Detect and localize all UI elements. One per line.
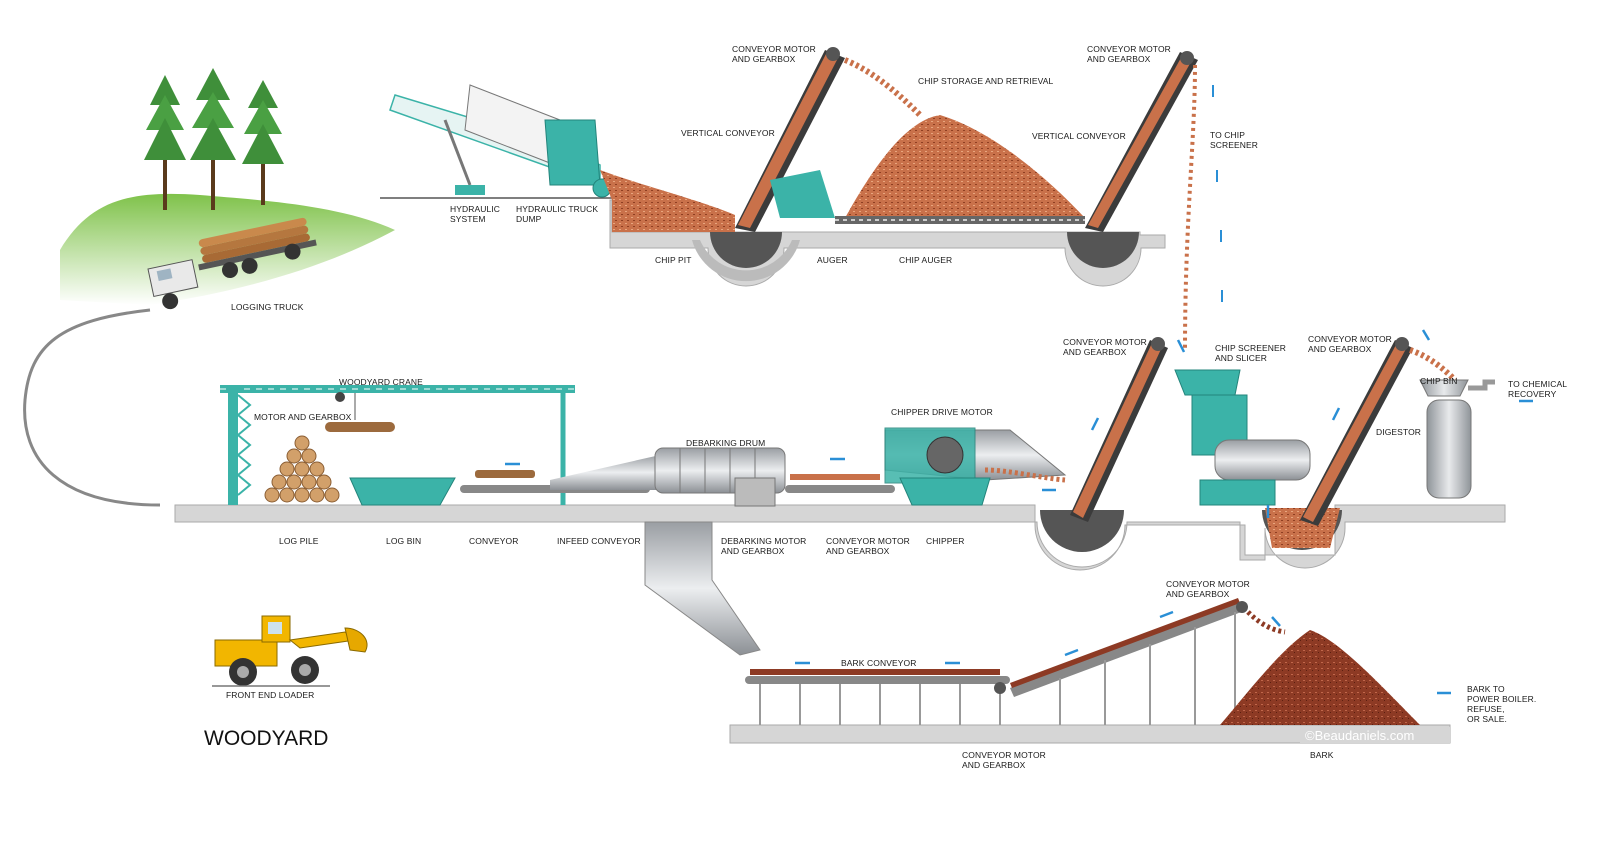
watermark-bg bbox=[1300, 727, 1450, 743]
label-chip-bin: CHIP BIN bbox=[1420, 376, 1458, 386]
chip-outfeed-conveyor bbox=[785, 474, 895, 493]
chip-pit-2-pile bbox=[1265, 508, 1340, 548]
label-chip-screener-a: CHIP SCREENER bbox=[1215, 343, 1286, 353]
label-chip-storage: CHIP STORAGE AND RETRIEVAL bbox=[918, 76, 1054, 86]
trees bbox=[144, 68, 284, 210]
label-digestor: DIGESTOR bbox=[1376, 427, 1421, 437]
label-conveyor-motor-2a: CONVEYOR MOTOR bbox=[1087, 44, 1171, 54]
label-conveyor-motor-5b: AND GEARBOX bbox=[826, 546, 890, 556]
chip-fall-to-screener bbox=[1183, 64, 1197, 351]
label-conveyor-motor-4b: AND GEARBOX bbox=[1308, 344, 1372, 354]
arrow-icon bbox=[1090, 417, 1100, 431]
label-conveyor-motor-7a: CONVEYOR MOTOR bbox=[962, 750, 1046, 760]
crane-motor-icon bbox=[335, 392, 345, 402]
label-conveyor-motor-3a: CONVEYOR MOTOR bbox=[1063, 337, 1147, 347]
arrow-icon bbox=[1271, 616, 1281, 627]
labels: CONVEYOR MOTOR AND GEARBOX CONVEYOR MOTO… bbox=[204, 44, 1567, 770]
label-hydraulic-truck-dump-a: HYDRAULIC TRUCK bbox=[516, 204, 598, 214]
chip-pit-pile bbox=[600, 170, 735, 232]
label-log-pile: LOG PILE bbox=[279, 536, 319, 546]
label-chip-screener-b: AND SLICER bbox=[1215, 353, 1267, 363]
page-title: WOODYARD bbox=[204, 727, 328, 750]
vertical-conveyor-2 bbox=[1085, 51, 1198, 232]
label-vertical-conveyor-2: VERTICAL CONVEYOR bbox=[1032, 131, 1126, 141]
label-chip-auger: CHIP AUGER bbox=[899, 255, 952, 265]
label-conveyor-motor-7b: AND GEARBOX bbox=[962, 760, 1026, 770]
arrow-icon bbox=[1064, 648, 1079, 657]
bark-chute bbox=[644, 521, 761, 656]
label-to-chip-screener-a: TO CHIP bbox=[1210, 130, 1245, 140]
digestor bbox=[1419, 379, 1495, 499]
label-conveyor-motor-6a: CONVEYOR MOTOR bbox=[1166, 579, 1250, 589]
label-to-chemical-recovery-a: TO CHEMICAL bbox=[1508, 379, 1567, 389]
label-debarking-motor-b: AND GEARBOX bbox=[721, 546, 785, 556]
vertical-conveyor-1 bbox=[735, 47, 845, 232]
chipper-drive-motor-icon bbox=[926, 436, 964, 474]
label-chipper-drive-motor: CHIPPER DRIVE MOTOR bbox=[891, 407, 993, 417]
infeed-conveyor bbox=[460, 455, 660, 493]
arrow-icon bbox=[1331, 407, 1341, 421]
label-vertical-conveyor-1: VERTICAL CONVEYOR bbox=[681, 128, 775, 138]
bark-conveyor bbox=[745, 598, 1248, 725]
chip-storage-pile bbox=[843, 57, 1085, 218]
debarking-drum bbox=[654, 447, 786, 507]
flow-arrows-down bbox=[1212, 85, 1223, 302]
label-bark-to-d: OR SALE. bbox=[1467, 714, 1507, 724]
label-motor-gearbox: MOTOR AND GEARBOX bbox=[254, 412, 352, 422]
label-debarking-motor-a: DEBARKING MOTOR bbox=[721, 536, 806, 546]
label-bark-to-a: BARK TO bbox=[1467, 684, 1505, 694]
label-front-end-loader: FRONT END LOADER bbox=[226, 690, 314, 700]
flow-arrows-bottom bbox=[795, 610, 1451, 695]
top-ground bbox=[380, 197, 1166, 287]
label-log-bin: LOG BIN bbox=[386, 536, 421, 546]
label-infeed-conveyor: INFEED CONVEYOR bbox=[557, 536, 641, 546]
log-pile bbox=[264, 435, 340, 503]
tree-icon bbox=[190, 68, 236, 210]
label-woodyard-crane: WOODYARD CRANE bbox=[339, 377, 423, 387]
label-conveyor-motor-5a: CONVEYOR MOTOR bbox=[826, 536, 910, 546]
tree-icon bbox=[242, 80, 284, 205]
log-bin bbox=[349, 477, 456, 506]
logging-truck-icon bbox=[147, 217, 317, 310]
label-bark-to-c: REFUSE, bbox=[1467, 704, 1505, 714]
arrow-icon bbox=[1176, 339, 1186, 353]
label-conveyor-motor-4a: CONVEYOR MOTOR bbox=[1308, 334, 1392, 344]
label-conveyor-motor-1a: CONVEYOR MOTOR bbox=[732, 44, 816, 54]
label-hydraulic-system-b: SYSTEM bbox=[450, 214, 486, 224]
label-chip-pit: CHIP PIT bbox=[655, 255, 692, 265]
label-bark-conveyor: BARK CONVEYOR bbox=[841, 658, 916, 668]
label-conveyor-motor-2b: AND GEARBOX bbox=[1087, 54, 1151, 64]
watermark: ©Beaudaniels.com bbox=[1305, 728, 1414, 743]
label-conveyor-motor-3b: AND GEARBOX bbox=[1063, 347, 1127, 357]
label-auger: AUGER bbox=[817, 255, 848, 265]
label-bark: BARK bbox=[1310, 750, 1334, 760]
incline-conveyor-1 bbox=[1070, 337, 1168, 522]
label-debarking-drum: DEBARKING DRUM bbox=[686, 438, 765, 448]
chipper bbox=[884, 427, 1067, 506]
label-chipper: CHIPPER bbox=[926, 536, 965, 546]
flow-arrows-middle bbox=[505, 329, 1533, 562]
chip-screener-and-slicer bbox=[1174, 369, 1311, 506]
label-to-chip-screener-b: SCREENER bbox=[1210, 140, 1258, 150]
label-logging-truck: LOGGING TRUCK bbox=[231, 302, 304, 312]
bark-pile bbox=[1220, 610, 1420, 725]
label-conveyor: CONVEYOR bbox=[469, 536, 518, 546]
arrow-icon bbox=[1421, 329, 1431, 341]
chip-auger bbox=[835, 216, 1085, 224]
label-bark-to-b: POWER BOILER. bbox=[1467, 694, 1536, 704]
label-to-chemical-recovery-b: RECOVERY bbox=[1508, 389, 1557, 399]
arrow-icon bbox=[1159, 610, 1174, 619]
front-end-loader-icon bbox=[212, 615, 368, 687]
label-conveyor-motor-1b: AND GEARBOX bbox=[732, 54, 796, 64]
tree-icon bbox=[144, 75, 186, 210]
label-hydraulic-truck-dump-b: DUMP bbox=[516, 214, 542, 224]
hydraulic-truck-dump bbox=[389, 84, 612, 198]
incline-conveyor-2 bbox=[1300, 337, 1458, 526]
label-hydraulic-system-a: HYDRAULIC bbox=[450, 204, 500, 214]
haul-road bbox=[23, 308, 161, 507]
label-conveyor-motor-6b: AND GEARBOX bbox=[1166, 589, 1230, 599]
